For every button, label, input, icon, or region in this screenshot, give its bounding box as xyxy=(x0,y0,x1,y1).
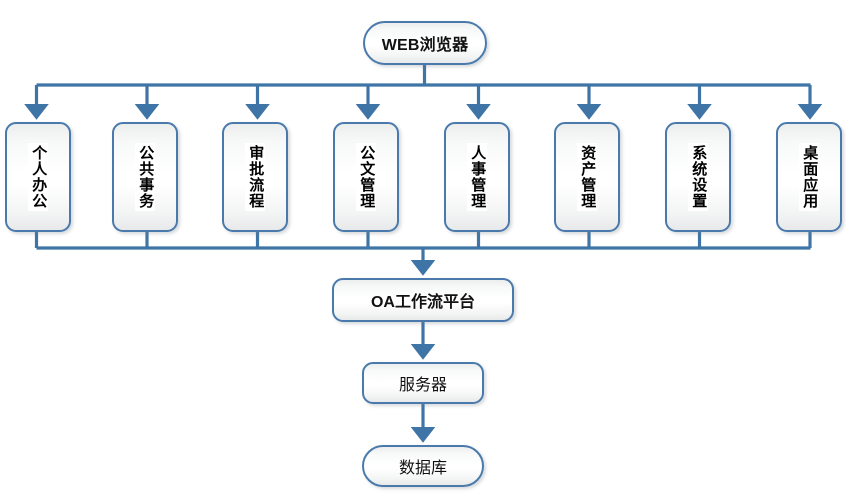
node-hr-mgmt-label: 人事管理 xyxy=(466,143,488,211)
node-hr-mgmt[interactable]: 人事管理 xyxy=(444,122,510,232)
node-desktop-app[interactable]: 桌面应用 xyxy=(776,122,842,232)
node-personal-office-label: 个人办公 xyxy=(27,143,49,211)
node-personal-office[interactable]: 个人办公 xyxy=(5,122,71,232)
node-web-browser[interactable]: WEB浏览器 xyxy=(363,21,487,65)
node-approval-flow[interactable]: 审批流程 xyxy=(222,122,288,232)
node-document-mgmt[interactable]: 公文管理 xyxy=(333,122,399,232)
node-web-browser-label: WEB浏览器 xyxy=(381,37,469,54)
node-oa-platform[interactable]: OA工作流平台 xyxy=(332,278,514,322)
node-approval-flow-label: 审批流程 xyxy=(244,143,266,211)
node-server[interactable]: 服务器 xyxy=(362,362,484,404)
node-database-label: 数据库 xyxy=(398,460,447,477)
node-asset-mgmt-label: 资产管理 xyxy=(576,143,598,211)
node-document-mgmt-label: 公文管理 xyxy=(355,143,377,211)
node-system-settings[interactable]: 系统设置 xyxy=(665,122,731,232)
node-database[interactable]: 数据库 xyxy=(362,445,484,487)
node-oa-platform-label: OA工作流平台 xyxy=(370,294,475,311)
node-system-settings-label: 系统设置 xyxy=(687,143,709,211)
node-desktop-app-label: 桌面应用 xyxy=(798,143,820,211)
node-public-affairs[interactable]: 公共事务 xyxy=(112,122,178,232)
node-public-affairs-label: 公共事务 xyxy=(134,143,156,211)
node-asset-mgmt[interactable]: 资产管理 xyxy=(554,122,620,232)
node-server-label: 服务器 xyxy=(398,377,447,394)
